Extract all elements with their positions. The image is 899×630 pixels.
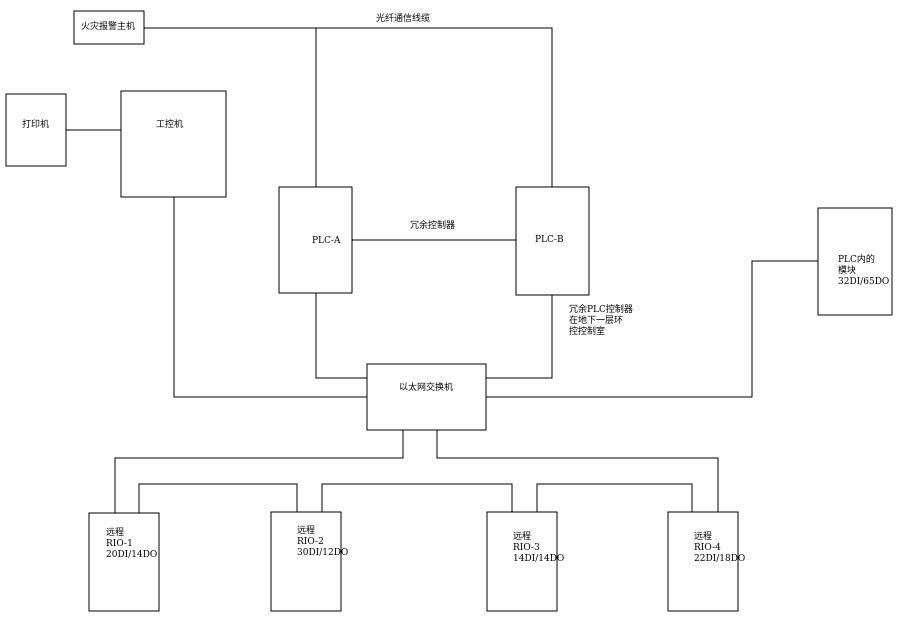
rio-outer-loop-right bbox=[436, 430, 719, 512]
rio2-label: 远程 RIO-2 30DI/12DO bbox=[297, 526, 349, 558]
rio4-box bbox=[667, 511, 739, 612]
plc-a-switch-link bbox=[315, 293, 367, 379]
rio1-box bbox=[88, 512, 160, 612]
redundant-controller-label: 冗余控制器 bbox=[410, 221, 456, 231]
rio2-box bbox=[270, 511, 342, 612]
plc-b-label: PLC-B bbox=[535, 235, 564, 245]
rio3-label: 远程 RIO-3 14DI/14DO bbox=[513, 532, 565, 564]
ipc-switch-link bbox=[173, 197, 367, 398]
fire-alarm-label: 火灾报警主机 bbox=[81, 22, 136, 32]
rio3-box bbox=[486, 511, 558, 612]
switch-module-link bbox=[486, 260, 818, 398]
rio1-label: 远程 RIO-1 20DI/14DO bbox=[106, 528, 158, 560]
plc-module-label: PLC内的 模块 32DI/65DO bbox=[838, 255, 890, 287]
rio-outer-loop bbox=[114, 430, 404, 513]
switch-label: 以太网交换机 bbox=[399, 383, 454, 393]
rio4-label: 远程 RIO-4 22DI/18DO bbox=[694, 532, 746, 564]
rio-chain-left bbox=[138, 483, 298, 513]
printer-label: 打印机 bbox=[22, 120, 50, 130]
redundant-plc-note: 冗余PLC控制器 在地下一层环 控控制室 bbox=[569, 305, 633, 337]
rio-chain-mid bbox=[321, 483, 513, 512]
plc-a-label: PLC-A bbox=[312, 236, 341, 246]
rio-chain-right bbox=[536, 483, 693, 512]
fiber-line bbox=[144, 27, 553, 187]
ipc-label: 工控机 bbox=[156, 120, 184, 130]
plc-b-switch-link bbox=[486, 295, 553, 379]
fiber-cable-label: 光纤通信线缆 bbox=[376, 14, 431, 24]
